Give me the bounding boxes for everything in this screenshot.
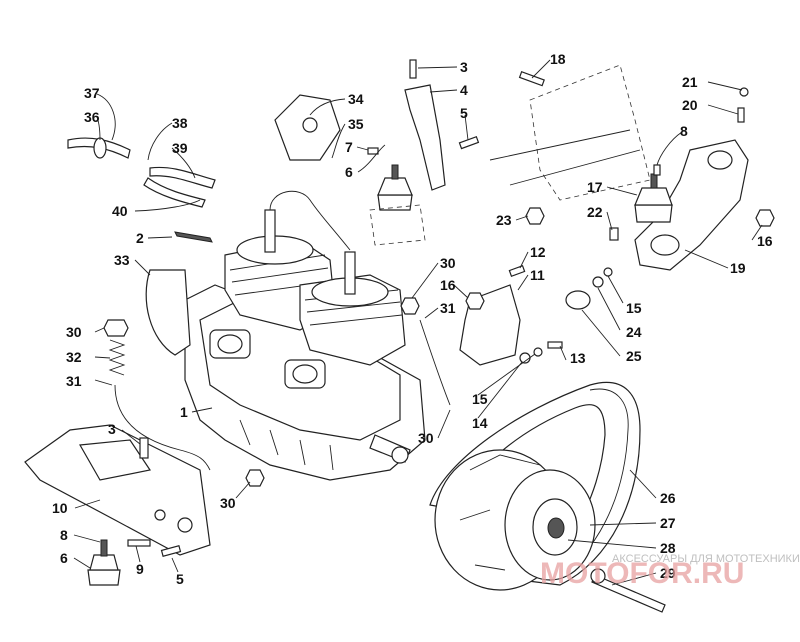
washer-15 (533, 347, 543, 357)
callout-29: 29 (660, 565, 676, 581)
bolt-22 (609, 227, 619, 241)
callout-39: 39 (172, 140, 188, 156)
washer-15-right (603, 267, 613, 277)
callout-30-center: 30 (440, 255, 456, 271)
callout-5-lower: 5 (176, 571, 184, 587)
bolt-3-lower (139, 437, 149, 459)
oil-line-right (419, 319, 451, 406)
callout-1: 1 (180, 404, 188, 420)
oil-line-left (114, 384, 211, 471)
callout-3-lower: 3 (108, 421, 116, 437)
bolt-5-top (458, 135, 480, 150)
callout-3-top: 3 (460, 59, 468, 75)
bracket-strut (489, 129, 641, 186)
callout-5-top: 5 (460, 105, 468, 121)
callout-14: 14 (472, 415, 488, 431)
callout-8-right: 8 (680, 123, 688, 139)
callout-labels: 1 2 3 3 4 5 5 6 6 7 8 8 9 10 11 12 13 14… (52, 51, 773, 587)
nut-30-lower (245, 469, 265, 487)
bolt-13 (547, 341, 563, 349)
callout-7: 7 (345, 139, 353, 155)
callout-8-lower: 8 (60, 527, 68, 543)
hose-fuel (143, 177, 206, 208)
callout-40: 40 (112, 203, 128, 219)
watermark-tagline: АКСЕССУАРЫ ДЛЯ МОТОТЕХНИКИ (612, 553, 800, 565)
clutch-washer (590, 568, 606, 584)
bolt-7 (367, 147, 379, 155)
engine-mount-plate (24, 424, 211, 556)
callout-9: 9 (136, 561, 144, 577)
bolt-18 (518, 70, 545, 87)
callout-31-right: 31 (440, 300, 456, 316)
nut-30-left (103, 319, 129, 337)
callout-15-center: 15 (472, 391, 488, 407)
callout-33: 33 (114, 252, 130, 268)
callout-12: 12 (530, 244, 546, 260)
watermark-brand: MOTOFOR.RU (540, 557, 744, 590)
rubber-mount-right (634, 173, 673, 223)
leader-lines (73, 59, 763, 586)
callout-11: 11 (530, 267, 545, 283)
bolt-5-lower (160, 545, 182, 557)
hose-lower (149, 166, 216, 189)
callout-10: 10 (52, 500, 68, 516)
callout-6-lower: 6 (60, 550, 68, 566)
nut-16-right (755, 209, 775, 227)
belt-guard-bracket (529, 64, 651, 201)
rubber-bumper (565, 290, 591, 310)
nut-21 (739, 87, 749, 97)
bolt-8-right (653, 164, 661, 176)
stud-20 (737, 107, 745, 123)
callout-22: 22 (587, 204, 603, 220)
callout-15-right: 15 (626, 300, 642, 316)
callout-17: 17 (587, 179, 603, 195)
drive-clutch (434, 449, 596, 591)
spring (108, 339, 126, 376)
callout-16-right: 16 (757, 233, 773, 249)
callout-30-lower: 30 (220, 495, 236, 511)
callout-25: 25 (626, 348, 642, 364)
bolt-3-top (409, 59, 417, 79)
callout-18: 18 (550, 51, 566, 67)
bolt-12 (508, 265, 526, 277)
engine-assembly (184, 190, 426, 481)
callout-30-lower-right: 30 (418, 430, 434, 446)
rubber-mount-upper (369, 164, 426, 246)
engine-bracket-upper (404, 84, 446, 191)
hose-upper (67, 137, 131, 159)
chaincase-mount (634, 139, 749, 271)
callout-16-center: 16 (440, 277, 456, 293)
callout-21: 21 (682, 74, 698, 90)
nut-30-center (400, 297, 420, 315)
callout-26: 26 (660, 490, 676, 506)
watermark: АКСЕССУАРЫ ДЛЯ МОТОТЕХНИКИ MOTOFOR.RU (540, 553, 800, 590)
callout-23: 23 (496, 212, 512, 228)
callout-24: 24 (626, 324, 642, 340)
head-gasket (174, 231, 213, 243)
recoil-cover (145, 269, 191, 356)
callout-28: 28 (660, 540, 676, 556)
callout-38: 38 (172, 115, 188, 131)
nut-16-center (465, 292, 485, 310)
callout-34: 34 (348, 91, 364, 107)
callout-6-top: 6 (345, 164, 353, 180)
callout-30-left: 30 (66, 324, 82, 340)
callout-36: 36 (84, 109, 100, 125)
hose-clamp (93, 137, 107, 159)
callout-32: 32 (66, 349, 82, 365)
callout-31-left: 31 (66, 373, 82, 389)
callout-4: 4 (460, 82, 468, 98)
nut-23 (525, 207, 545, 225)
callout-13: 13 (570, 350, 586, 366)
washer-24 (592, 276, 604, 288)
callout-20: 20 (682, 97, 698, 113)
callout-2: 2 (136, 230, 144, 246)
rubber-mount-lower (87, 539, 121, 586)
callout-19: 19 (730, 260, 746, 276)
bolt-9 (127, 539, 151, 547)
callout-35: 35 (348, 116, 364, 132)
callout-27: 27 (660, 515, 676, 531)
callout-37: 37 (84, 85, 100, 101)
